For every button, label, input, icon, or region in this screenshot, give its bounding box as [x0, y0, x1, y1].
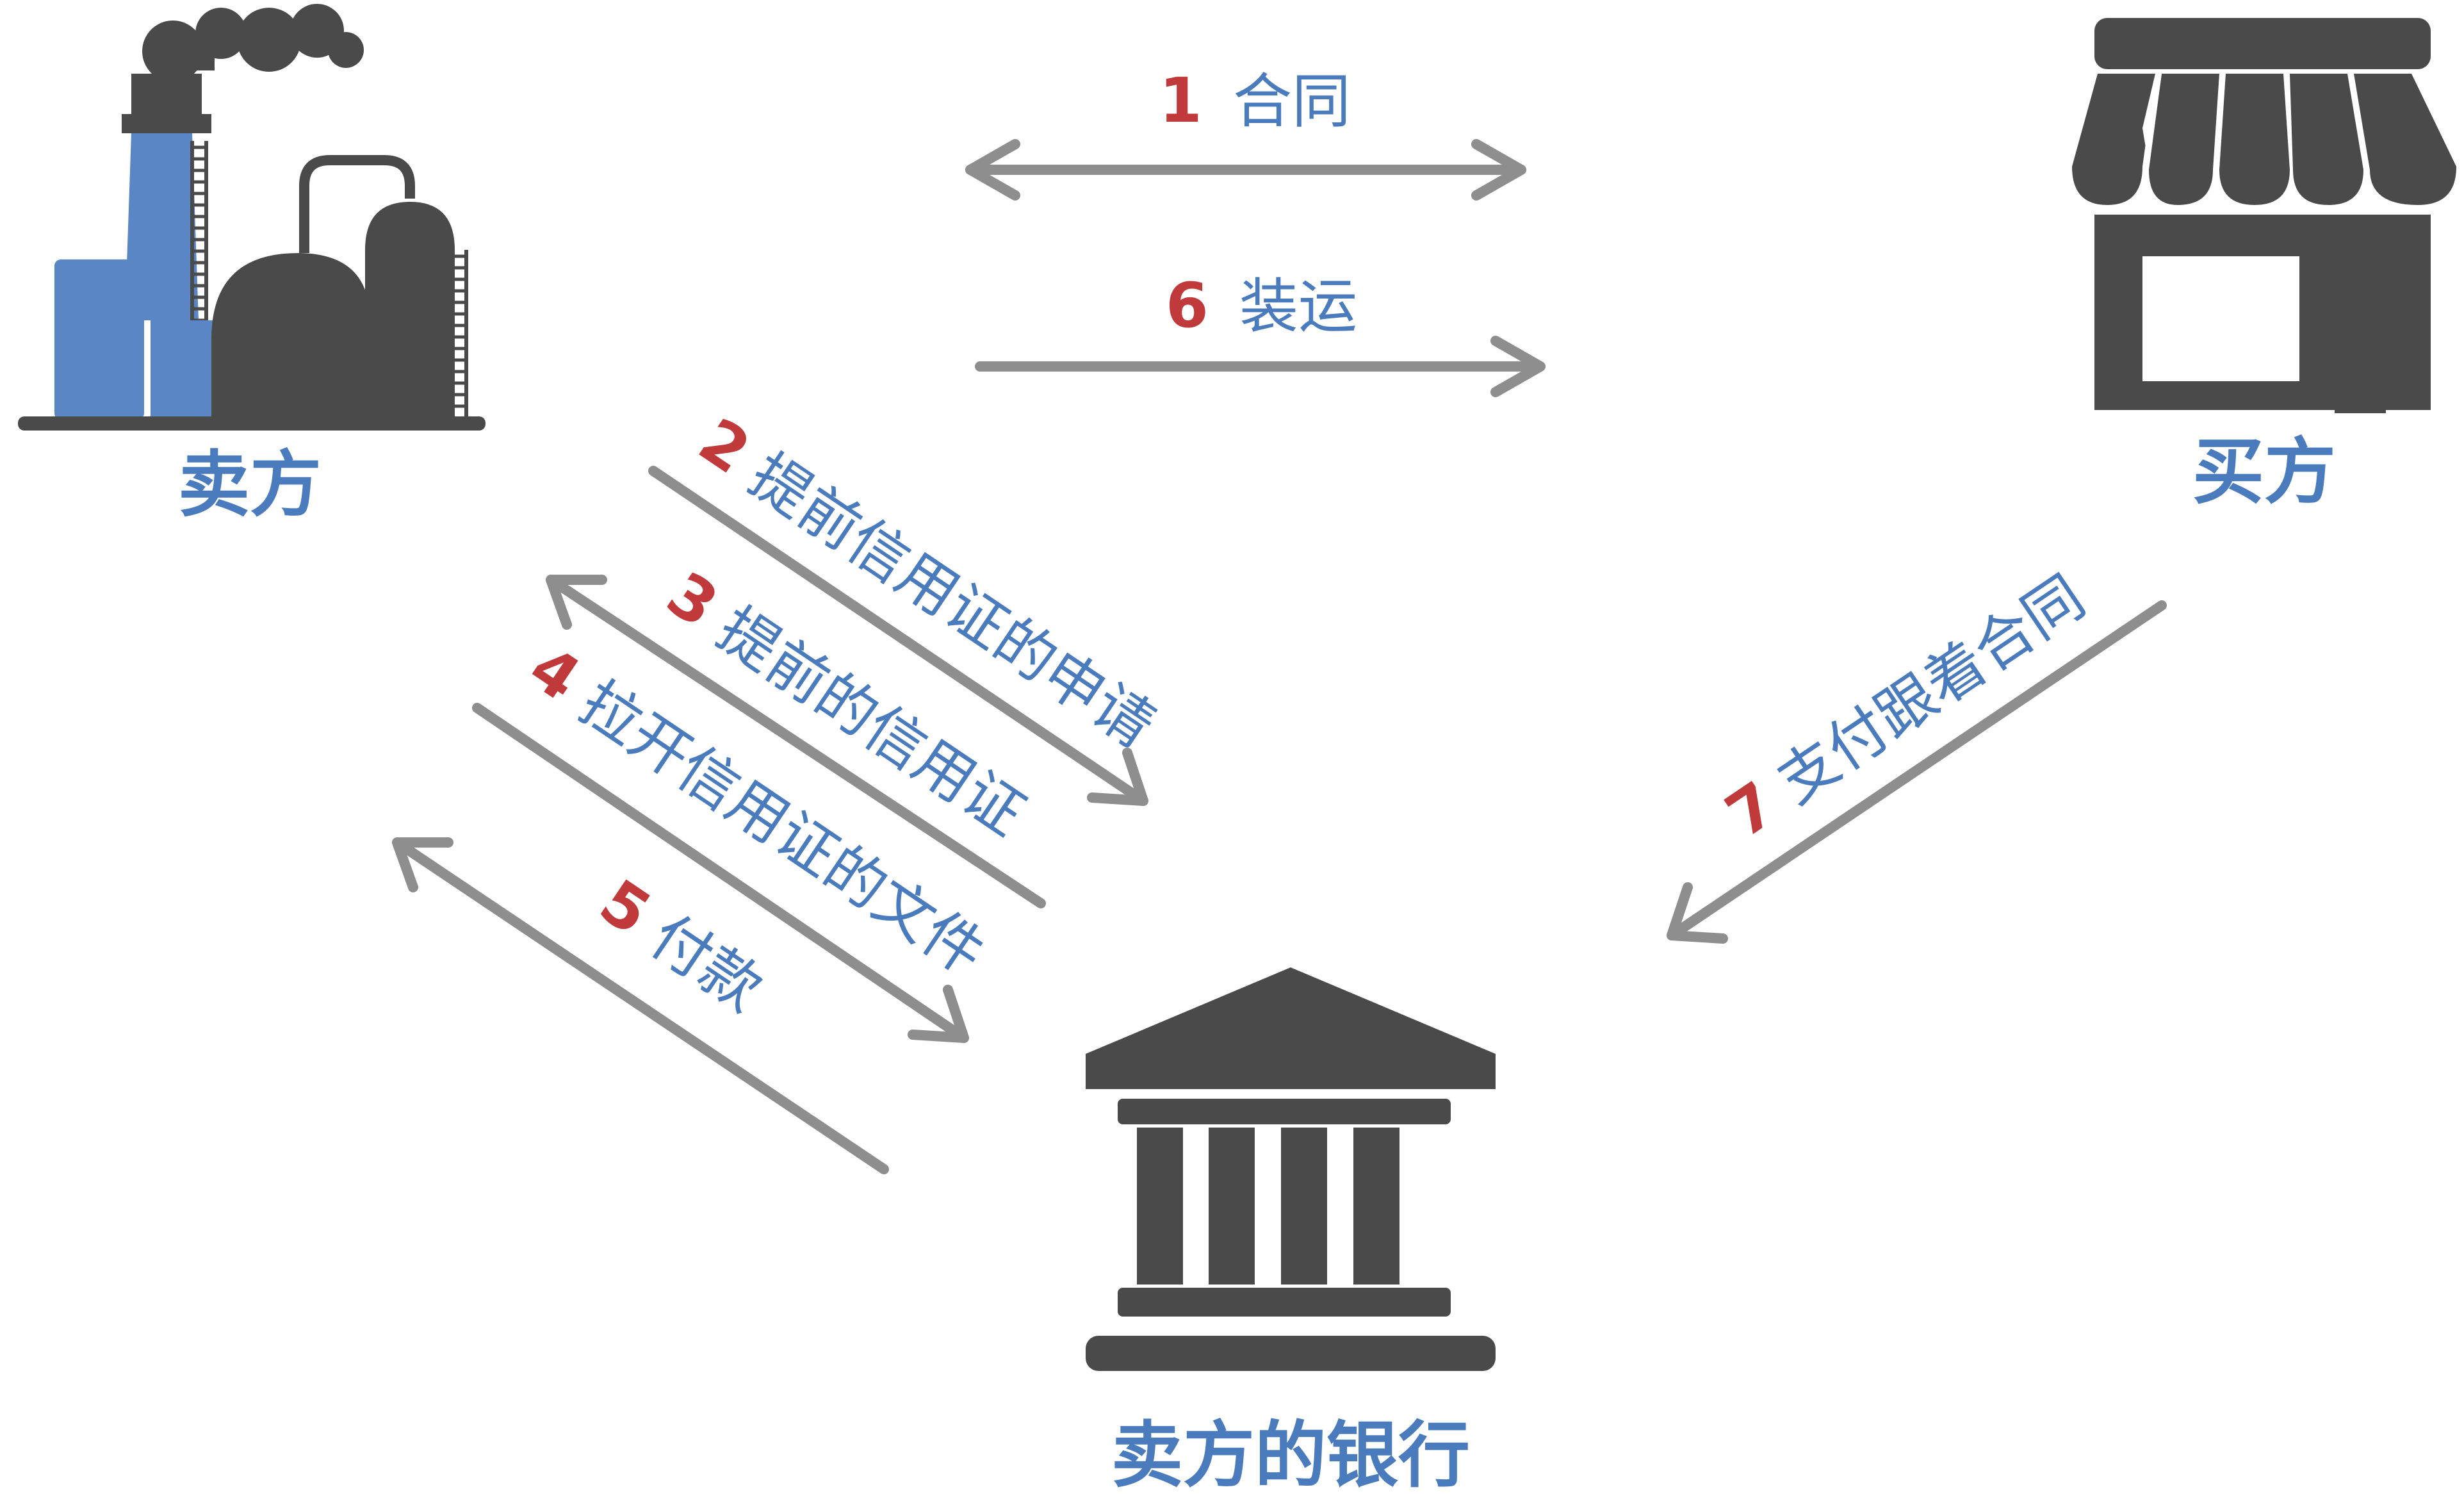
seller-label: 卖方: [178, 443, 322, 527]
step-6-label: 6 装运: [1166, 270, 1357, 341]
bank-icon: [1086, 967, 1496, 1371]
store-icon: [2072, 18, 2456, 413]
step-text: 装运: [1239, 272, 1357, 341]
step-2-label: 2 提前信用证的申请: [687, 404, 1166, 761]
step-text: 合同: [1233, 67, 1351, 136]
factory-icon: [18, 4, 485, 431]
arrow-payment: [392, 837, 889, 1174]
step-number: 3: [655, 558, 730, 641]
step-1-label: 1 合同: [1159, 65, 1351, 136]
arrow-lc-documents: [472, 703, 969, 1043]
step-text: 支付跟着合同: [1765, 562, 2096, 817]
step-number: 6: [1166, 270, 1209, 341]
arrow-shipment: [975, 336, 1546, 397]
step-text: 付款: [638, 902, 774, 1025]
bank-label: 卖方的银行: [1111, 1414, 1470, 1494]
arrow-buyer-payment: [1667, 600, 2167, 944]
step-number: 4: [517, 632, 592, 715]
step-7-label: 7 支付跟着合同: [1713, 562, 2096, 851]
step-number: 2: [687, 404, 762, 488]
arrow-lc-application: [648, 466, 1148, 806]
step-number: 7: [1713, 768, 1789, 851]
arrow-contract: [965, 139, 1526, 201]
step-number: 5: [587, 866, 663, 949]
step-number: 1: [1159, 65, 1202, 136]
smoke-icon: [142, 4, 364, 82]
buyer-label: 买方: [2192, 431, 2336, 514]
arrow-lc-issued: [546, 575, 1046, 908]
